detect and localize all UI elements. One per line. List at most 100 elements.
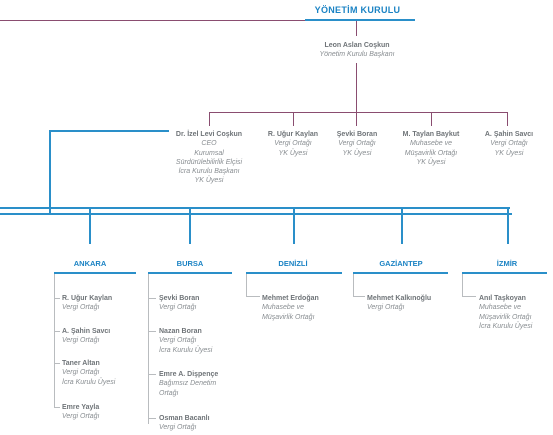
office-drop-denizli	[293, 208, 295, 244]
member-role: Vergi Ortağı	[62, 369, 100, 377]
office-member-bursa-1: Şevki Boran Vergi Ortağı	[159, 294, 199, 313]
tick-ankara-2	[54, 331, 60, 332]
tick-gaziantep-1	[353, 296, 365, 297]
office-drop-ankara	[89, 208, 91, 244]
board-member-name: Şevki Boran	[336, 131, 378, 138]
office-member-ankara-2: A. Şahin Savcı Vergi Ortağı	[62, 327, 110, 346]
office-drop-bursa	[189, 208, 191, 244]
tick-ankara-4	[54, 407, 60, 408]
member-role: İcra Kurulu Üyesi	[159, 346, 213, 354]
board-member-role: Muhasebe ve	[409, 140, 453, 148]
member-name: Anıl Taşkoyan	[479, 295, 526, 302]
office-city-gaziantep: GAZİANTEP	[379, 259, 423, 268]
member-role: Vergi Ortağı	[159, 304, 197, 312]
office-member-izmir-1: Anıl Taşkoyan Muhasebe ve Müşavirlik Ort…	[479, 294, 532, 331]
tick-denizli-1	[246, 296, 260, 297]
tick-ankara-1	[54, 298, 60, 299]
city-underline-izmir	[462, 272, 547, 274]
board-member-role: Vergi Ortağı	[338, 140, 376, 148]
city-underline-gaziantep	[353, 272, 448, 274]
office-member-bursa-4: Osman Bacanlı Vergi Ortağı	[159, 414, 210, 433]
drop-member-4	[431, 112, 432, 126]
board-member-name: Dr. İzel Levi Coşkun	[175, 131, 243, 138]
board-member-3: Şevki Boran Vergi Ortağı YK Üyesi	[326, 130, 388, 158]
tick-bursa-2	[148, 331, 156, 332]
member-role: Muhasebe ve	[479, 304, 522, 312]
member-name: Mehmet Kalkınoğlu	[367, 295, 432, 302]
offices-bar-bottom-right	[60, 213, 512, 215]
member-name: Taner Altan	[62, 360, 100, 367]
ceo-connector-v	[49, 130, 51, 215]
office-city-izmir: İZMİR	[496, 259, 518, 268]
tick-bursa-1	[148, 298, 156, 299]
board-member-role: Vergi Ortağı	[490, 140, 528, 148]
board-member-role: YK Üyesi	[342, 149, 372, 157]
member-role: Vergi Ortağı	[159, 337, 197, 345]
office-member-bursa-2: Nazan Boran Vergi Ortağı İcra Kurulu Üye…	[159, 327, 212, 355]
board-member-role: Müşavirlik Ortağı	[404, 149, 458, 157]
office-city-ankara: ANKARA	[73, 259, 107, 268]
city-underline-ankara	[54, 272, 136, 274]
member-role: Vergi Ortağı	[159, 424, 197, 432]
member-name: Mehmet Erdoğan	[262, 295, 319, 302]
chair-down-line	[356, 63, 357, 112]
member-name: Nazan Boran	[159, 328, 202, 335]
board-member-role: Vergi Ortağı	[274, 140, 312, 148]
office-drop-gaziantep	[401, 208, 403, 244]
chair-role: Yönetim Kurulu Başkanı	[319, 51, 395, 59]
member-role: Vergi Ortağı	[62, 304, 100, 312]
tick-ankara-3	[54, 363, 60, 364]
drop-member-1	[209, 112, 210, 126]
board-member-name: A. Şahin Savcı	[484, 131, 534, 138]
member-role: Vergi Ortağı	[367, 304, 405, 312]
office-member-ankara-3: Taner Altan Vergi Ortağı İcra Kurulu Üye…	[62, 359, 115, 387]
board-member-name: M. Taylan Baykut	[402, 131, 460, 138]
board-member-role: YK Üyesi	[494, 149, 524, 157]
city-underline-bursa	[148, 272, 232, 274]
drop-member-3	[356, 112, 357, 126]
member-name: Şevki Boran	[159, 295, 200, 302]
member-name: Emre A. Dişpençe	[159, 371, 219, 378]
offices-bar-top	[0, 207, 510, 209]
board-member-role: YK Üyesi	[416, 158, 446, 166]
member-name: R. Uğur Kaylan	[62, 295, 113, 302]
chair-node: Leon Aslan Coşkun Yönetim Kurulu Başkanı	[290, 41, 424, 60]
rail-bursa	[148, 274, 149, 424]
office-member-ankara-4: Emre Yayla Vergi Ortağı	[62, 403, 99, 422]
board-title: YÖNETİM KURULU	[314, 5, 401, 15]
board-to-chair-line	[356, 21, 357, 36]
member-role: Müşavirlik Ortağı	[479, 313, 532, 321]
member-role: Vergi Ortağı	[62, 413, 100, 421]
member-name: Emre Yayla	[62, 404, 100, 411]
board-member-5: A. Şahin Savcı Vergi Ortağı YK Üyesi	[474, 130, 544, 158]
office-member-gaziantep-1: Mehmet Kalkınoğlu Vergi Ortağı	[367, 294, 431, 313]
member-role: Vergi Ortağı	[62, 337, 100, 345]
office-city-denizli: DENİZLİ	[278, 259, 308, 268]
city-underline-denizli	[246, 272, 342, 274]
rail-denizli	[246, 274, 247, 296]
office-member-denizli-1: Mehmet Erdoğan Muhasebe ve Müşavirlik Or…	[262, 294, 319, 322]
chair-name: Leon Aslan Coşkun	[324, 42, 390, 49]
member-name: A. Şahin Savcı	[62, 328, 111, 335]
ceo-connector-h	[49, 130, 169, 132]
office-drop-izmir	[507, 208, 509, 244]
member-role: İcra Kurulu Üyesi	[62, 378, 116, 386]
office-member-bursa-3: Emre A. Dişpençe Bağımsız Denetim Ortağı	[159, 370, 218, 398]
rail-gaziantep	[353, 274, 354, 296]
tick-izmir-1	[462, 296, 476, 297]
member-role: Bağımsız Denetim	[159, 380, 217, 388]
board-member-role: YK Üyesi	[278, 149, 308, 157]
board-member-role: Sürdürülebilirlik Elçisi	[175, 158, 243, 166]
member-name: Osman Bacanlı	[159, 415, 210, 422]
member-role: İcra Kurulu Üyesi	[479, 322, 533, 330]
office-member-ankara-1: R. Uğur Kaylan Vergi Ortağı	[62, 294, 112, 313]
board-member-role: YK Üyesi	[194, 177, 224, 185]
board-member-role: Kurumsal	[194, 149, 224, 157]
drop-member-2	[293, 112, 294, 126]
office-city-bursa: BURSA	[176, 259, 204, 268]
member-role: Ortağı	[159, 389, 179, 397]
member-role: Müşavirlik Ortağı	[262, 313, 315, 321]
board-member-2: R. Uğur Kaylan Vergi Ortağı YK Üyesi	[253, 130, 333, 158]
offices-bar-bottom	[0, 213, 60, 215]
board-left-line	[0, 20, 305, 21]
